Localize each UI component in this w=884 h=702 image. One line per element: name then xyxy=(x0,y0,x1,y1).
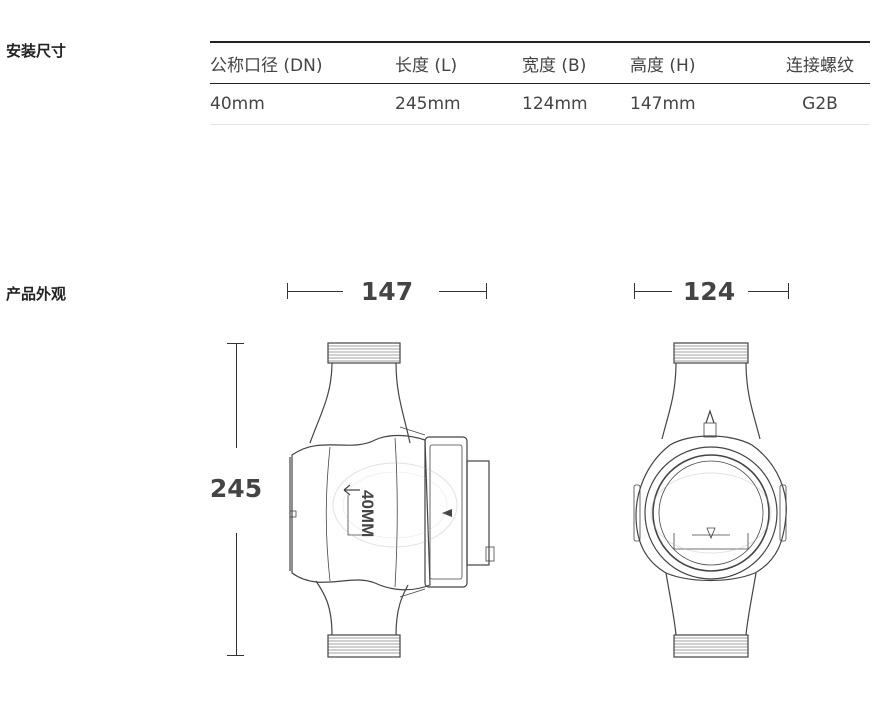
dim-label-side-width: 124 xyxy=(682,277,736,306)
header-height: 高度 (H) xyxy=(630,41,770,84)
header-nominal-diameter: 公称口径 (DN) xyxy=(210,41,395,84)
header-thread: 连接螺纹 xyxy=(770,41,870,84)
dim-245-bottom-tick xyxy=(227,655,244,656)
dim-245-top-line xyxy=(236,343,237,448)
dim-245-top-tick xyxy=(227,343,244,344)
cell-thread: G2B xyxy=(770,83,870,125)
section-title-appearance: 产品外观 xyxy=(6,285,67,303)
dim-124-left-line xyxy=(634,291,672,292)
dim-label-front-width: 147 xyxy=(360,277,414,306)
dim-147-right-tick xyxy=(486,283,487,299)
spec-table: 公称口径 (DN) 长度 (L) 宽度 (B) 高度 (H) 连接螺纹 40mm… xyxy=(210,41,870,125)
cell-length: 245mm xyxy=(395,83,522,125)
body-marking-text: 40MM xyxy=(358,490,377,537)
bottom-thread xyxy=(327,634,401,658)
meter-side-view-drawing xyxy=(633,342,787,658)
side-top-thread xyxy=(673,342,749,364)
section-title-install-size: 安装尺寸 xyxy=(6,42,67,60)
meter-front-view-drawing: 40MM xyxy=(289,342,495,658)
dim-label-height: 245 xyxy=(209,474,263,503)
dim-245-bottom-line xyxy=(236,533,237,655)
dim-124-right-tick xyxy=(788,283,789,299)
cell-nominal-diameter: 40mm xyxy=(210,83,395,125)
cell-height: 147mm xyxy=(630,83,770,125)
table-row: 40mm 245mm 124mm 147mm G2B xyxy=(210,83,870,125)
watermark-logo xyxy=(332,462,458,548)
cell-width: 124mm xyxy=(522,83,630,125)
header-length: 长度 (L) xyxy=(395,41,522,84)
dim-124-right-line xyxy=(748,291,788,292)
top-thread xyxy=(327,342,401,364)
side-bottom-thread xyxy=(673,634,749,658)
dim-147-left-line xyxy=(287,291,343,292)
dim-147-right-line xyxy=(439,291,486,292)
header-width: 宽度 (B) xyxy=(522,41,630,84)
side-watermark-logo xyxy=(650,472,772,554)
spec-table-header-row: 公称口径 (DN) 长度 (L) 宽度 (B) 高度 (H) 连接螺纹 xyxy=(210,41,870,84)
